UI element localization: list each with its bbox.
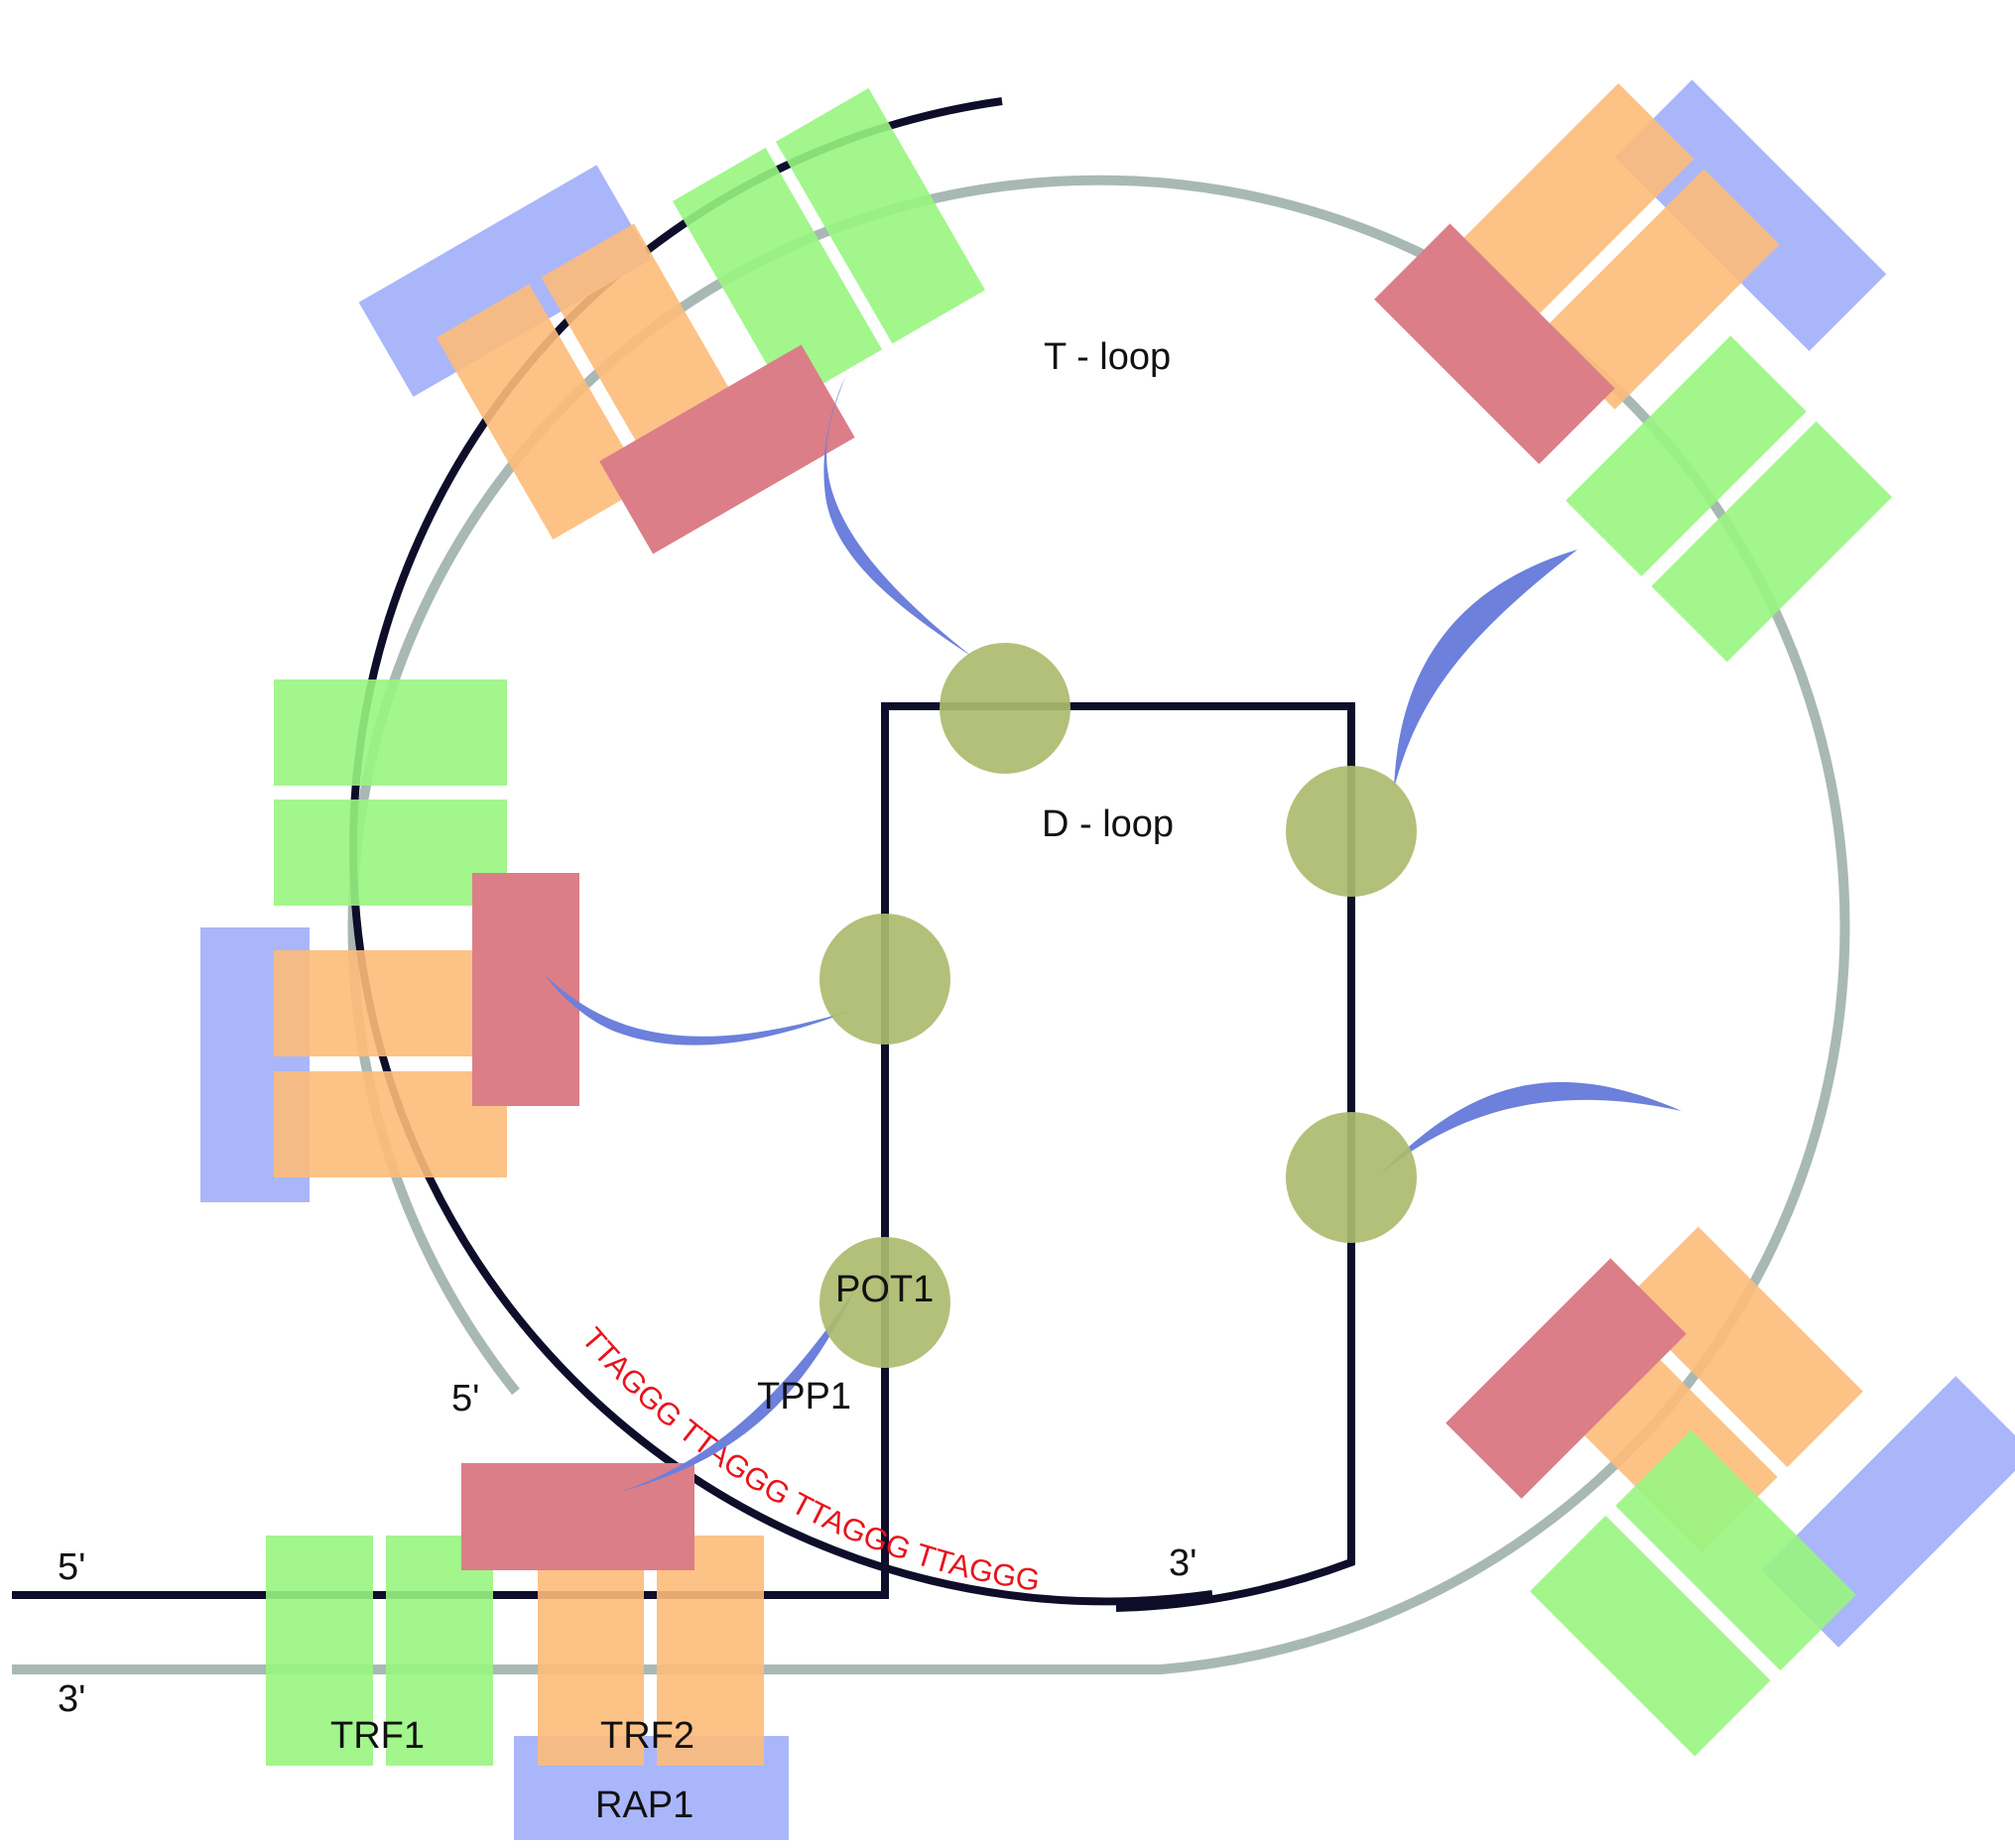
tpp1-subunit <box>599 344 855 554</box>
five-prime-inner-label: 5' <box>451 1378 479 1419</box>
trf1-label: TRF1 <box>330 1715 425 1757</box>
pot1-circle <box>1286 1112 1417 1243</box>
tpp1-label: TPP1 <box>757 1376 851 1417</box>
shelterin-complex-bottom-right <box>1446 1226 2015 1757</box>
tin2-arrow <box>544 974 853 1046</box>
trf1-subunit <box>1566 335 1807 577</box>
trf1-subunit <box>775 87 985 344</box>
pot1-circle <box>1286 766 1417 897</box>
pot1-circle <box>940 643 1070 774</box>
trf1-subunit <box>274 800 507 906</box>
pot1-circle <box>819 914 950 1045</box>
trf1-subunit <box>274 679 507 786</box>
trf1-subunit <box>386 1536 493 1766</box>
tin2-arrow <box>823 377 972 657</box>
trf2-subunit <box>436 284 646 540</box>
pot1-label: POT1 <box>835 1269 934 1310</box>
tpp1-subunit <box>472 873 579 1106</box>
trf2-label: TRF2 <box>600 1715 694 1757</box>
trf1-subunit <box>1651 421 1892 663</box>
shelterin-complex-top-left <box>358 87 985 554</box>
trf2-subunit <box>1453 82 1695 324</box>
trf2-subunit <box>1622 1226 1863 1468</box>
trf1-subunit <box>1615 1429 1856 1671</box>
trf1-subunit <box>1530 1515 1771 1757</box>
tin2-arrow <box>1394 550 1577 789</box>
t-loop-label: T - loop <box>1044 336 1171 378</box>
three-prime-bottom-label: 3' <box>58 1678 85 1720</box>
pot1-circle <box>819 1237 950 1368</box>
d-loop-label: D - loop <box>1042 803 1174 845</box>
tpp1-subunit <box>461 1463 694 1570</box>
rap1-label: RAP1 <box>595 1785 693 1826</box>
trf2-subunit <box>538 1536 644 1766</box>
trf2-subunit <box>1539 169 1780 410</box>
trf2-subunit <box>274 950 507 1056</box>
trf1-subunit <box>266 1536 373 1766</box>
trf2-subunit <box>657 1536 764 1766</box>
shelterin-complex-bottom <box>266 1290 855 1840</box>
rap1-subunit <box>358 165 652 398</box>
tin2-arrow <box>1379 1081 1682 1175</box>
shelterin-complex-top-right <box>1374 79 1892 663</box>
three-prime-end-label: 3' <box>1169 1542 1196 1584</box>
five-prime-end-label: 5' <box>58 1546 85 1588</box>
dark-strand-linear <box>12 702 1355 1612</box>
tpp1-subunit <box>1446 1258 1687 1499</box>
shelterin-complex-left <box>200 679 853 1202</box>
trf2-subunit <box>274 1071 507 1177</box>
trf1-subunit <box>673 147 883 404</box>
tpp1-subunit <box>1374 223 1615 464</box>
